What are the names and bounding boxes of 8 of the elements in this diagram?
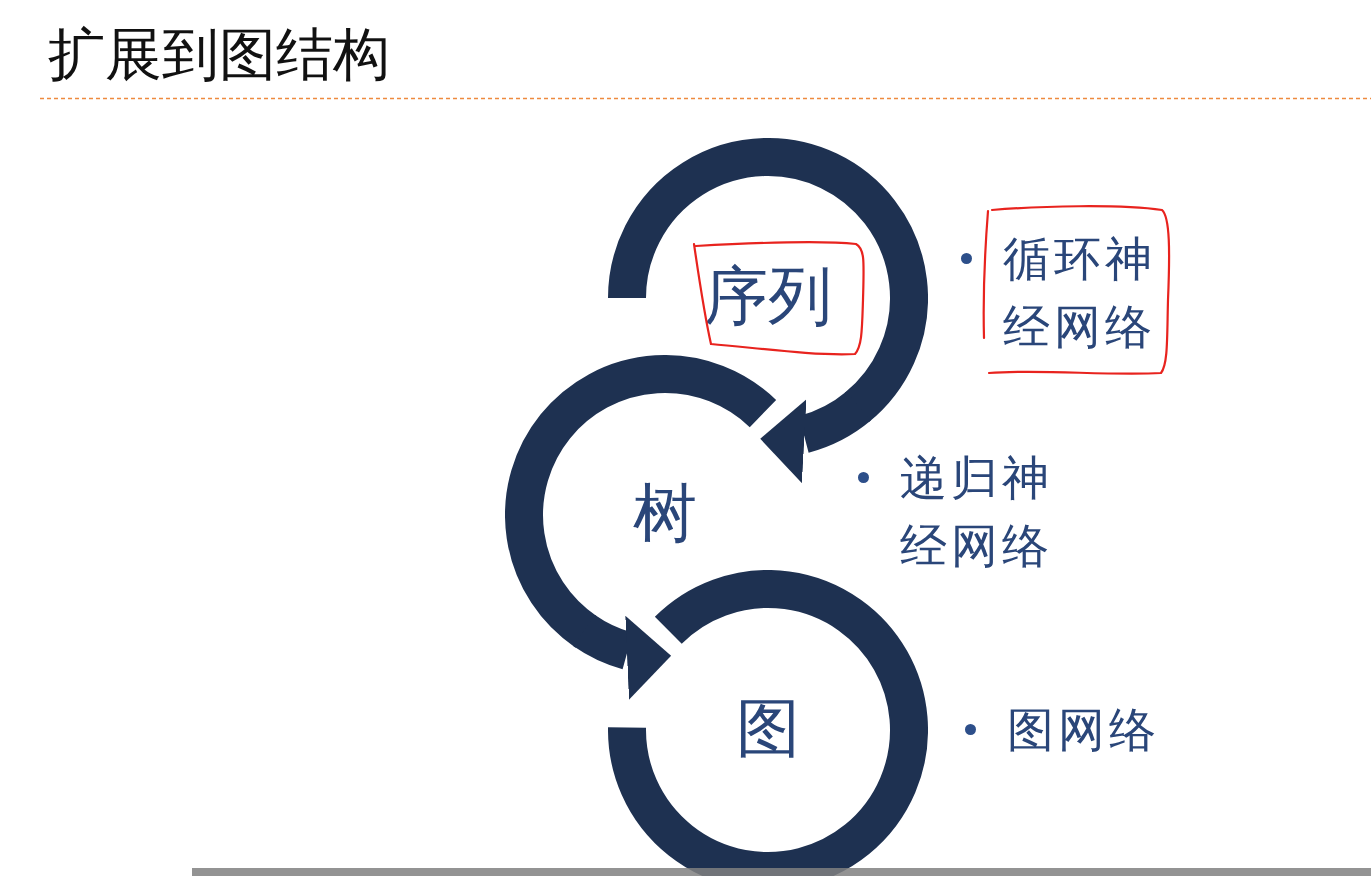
curved-arrow xyxy=(760,390,870,481)
bullet-text: 递归神经网络 xyxy=(900,449,1054,575)
slide-title: 扩展到图结构 xyxy=(48,20,390,89)
bullet-text: 循环神经网络 xyxy=(1003,230,1157,356)
node-label: 图 xyxy=(736,696,800,760)
bullet-text: 图网络 xyxy=(1007,701,1161,759)
node-label: 序列 xyxy=(704,264,832,328)
node-label: 树 xyxy=(633,481,697,545)
